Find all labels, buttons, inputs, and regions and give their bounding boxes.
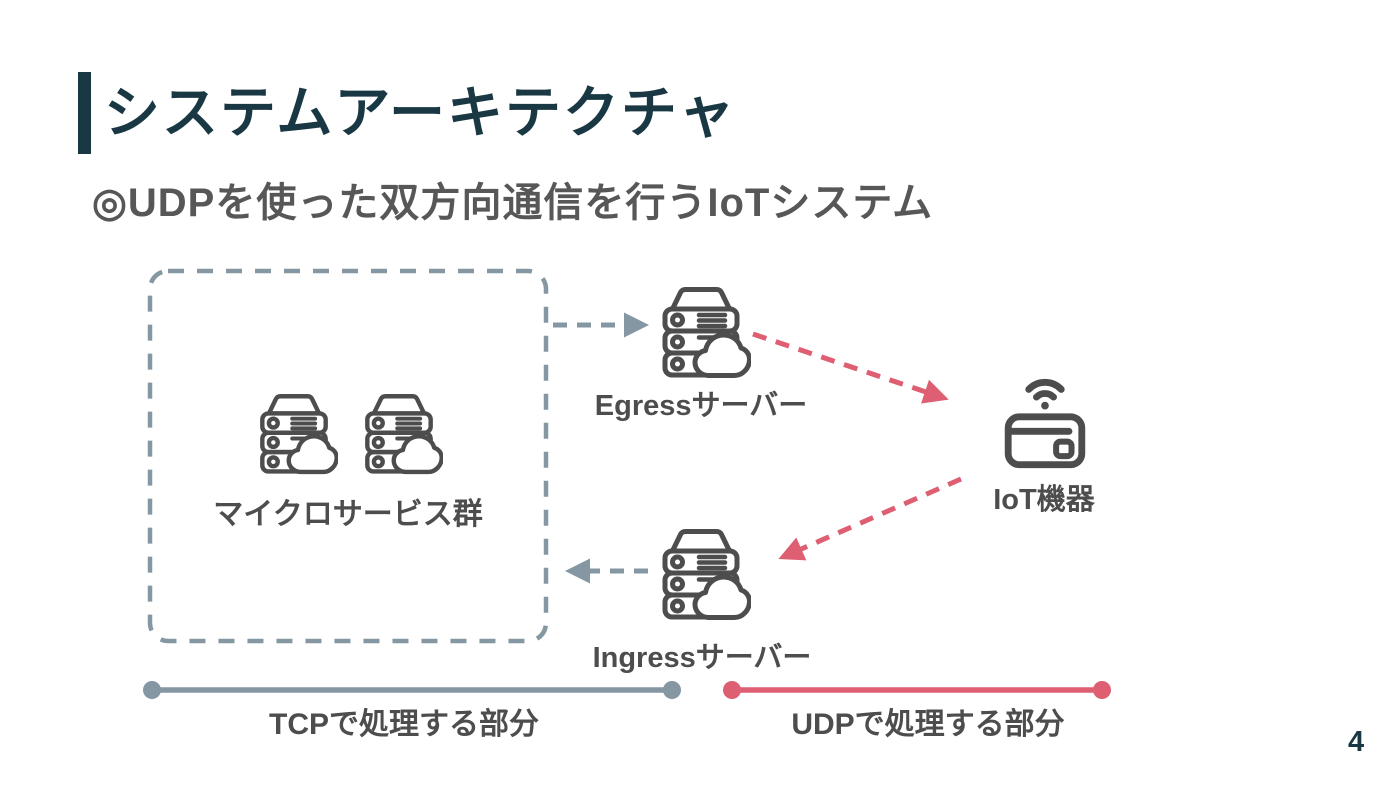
udp-legend-line <box>723 681 1111 699</box>
microservices-group <box>250 387 443 475</box>
udp-legend-label: UDPで処理する部分 <box>791 708 1065 741</box>
server-stack-cloud-icon <box>651 279 751 379</box>
page-title: システムアーキテクチャ <box>104 81 737 145</box>
ingress-server-label: Ingressサーバー <box>592 642 812 674</box>
title-accent-bar <box>78 72 91 154</box>
egress-server-node <box>651 279 751 379</box>
egress-server-label: Egressサーバー <box>594 390 808 422</box>
page-number: 4 <box>1348 726 1365 758</box>
arrow-iot-to-ingress <box>778 476 963 561</box>
ingress-server-node <box>651 521 751 621</box>
server-stack-cloud-icon <box>355 387 443 475</box>
server-stack-cloud-icon <box>651 521 751 621</box>
iot-device-node <box>1002 368 1088 469</box>
slide-subtitle: ◎UDPを使った双方向通信を行うIoTシステム <box>92 181 934 225</box>
tcp-legend-line <box>143 681 681 699</box>
microservices-label: マイクロサービス群 <box>213 498 483 531</box>
server-stack-cloud-icon <box>250 387 338 475</box>
tcp-zone-dashed-box <box>147 268 549 644</box>
tcp-legend-label: TCPで処理する部分 <box>269 708 539 741</box>
iot-device-label: IoT機器 <box>993 484 1095 516</box>
iot-device-wifi-icon <box>1002 368 1088 469</box>
header: システムアーキテクチャ <box>78 72 736 154</box>
arrow-egress-to-iot <box>752 331 949 404</box>
